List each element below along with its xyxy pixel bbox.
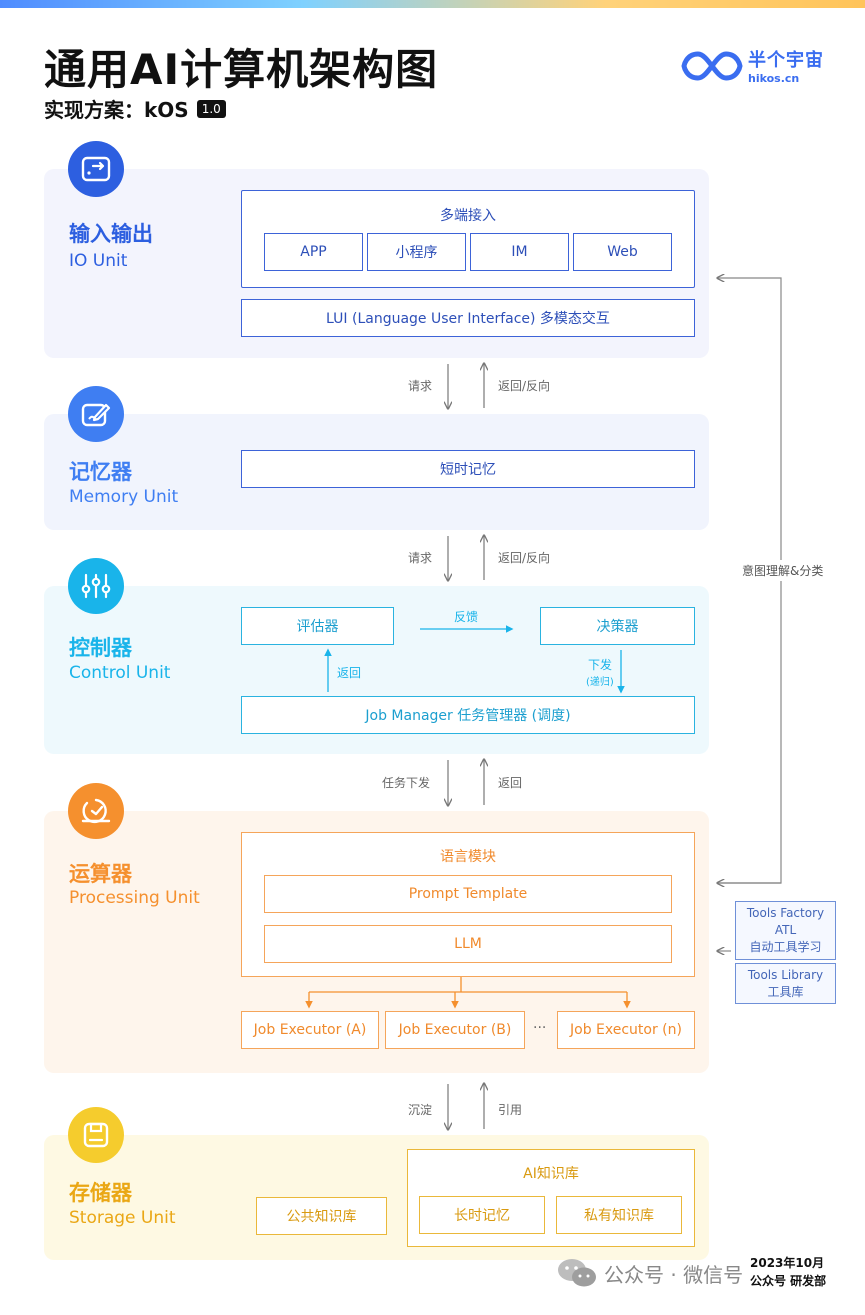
memory-unit-en-label: Memory Unit bbox=[69, 487, 179, 507]
logo-text: 半个宇宙 hikos.cn bbox=[748, 46, 824, 85]
tools-library-box: Tools Library 工具库 bbox=[735, 963, 836, 1004]
version-badge: 1.0 bbox=[196, 99, 226, 118]
infinity-icon bbox=[681, 50, 743, 81]
save-icon bbox=[68, 1107, 124, 1163]
evaluator-box: 评估器 bbox=[241, 607, 394, 645]
settle-label: 沉淀 bbox=[408, 1103, 433, 1117]
footer-date: 2023年10月 bbox=[750, 1256, 825, 1270]
short-term-memory-box: 短时记忆 bbox=[241, 450, 695, 488]
job-executor-n: Job Executor (n) bbox=[557, 1011, 695, 1049]
brand-logo: 半个宇宙 hikos.cn bbox=[680, 46, 824, 85]
long-term-memory-box: 长时记忆 bbox=[419, 1196, 545, 1234]
request-label-2: 请求 bbox=[408, 551, 433, 565]
return-label-2: 返回/反向 bbox=[498, 551, 551, 565]
page-title: 通用AI计算机架构图 bbox=[44, 45, 439, 94]
io-unit-en-label: IO Unit bbox=[69, 251, 128, 271]
exchange-icon bbox=[68, 141, 124, 197]
executor-ellipsis: ··· bbox=[533, 1020, 547, 1036]
private-kb-box: 私有知识库 bbox=[556, 1196, 682, 1234]
watermark-text: 公众号 · 微信号 bbox=[604, 1262, 744, 1287]
return-label-1: 返回/反向 bbox=[498, 379, 551, 393]
evaluator-return-label: 返回 bbox=[337, 666, 362, 680]
footer-dept: 公众号 研发部 bbox=[750, 1274, 827, 1288]
tools-factory-line1: Tools Factory bbox=[746, 906, 825, 920]
memory-unit-cn-label: 记忆器 bbox=[69, 460, 132, 484]
endpoint-app: APP bbox=[264, 233, 363, 271]
storage-unit-cn-label: 存储器 bbox=[69, 1181, 132, 1205]
prompt-template-box: Prompt Template bbox=[264, 875, 672, 913]
feedback-label: 反馈 bbox=[454, 610, 479, 624]
language-module-label: 语言模块 bbox=[440, 849, 496, 865]
storage-unit-en-label: Storage Unit bbox=[69, 1208, 176, 1228]
return-label-3: 返回 bbox=[498, 776, 523, 790]
io-unit-cn-label: 输入输出 bbox=[69, 222, 153, 246]
decider-box: 决策器 bbox=[540, 607, 695, 645]
tools-factory-line3: 自动工具学习 bbox=[749, 940, 822, 954]
public-kb-box: 公共知识库 bbox=[256, 1197, 387, 1235]
reference-label: 引用 bbox=[498, 1103, 523, 1117]
tools-library-line1: Tools Library bbox=[747, 967, 824, 982]
task-dispatch-label: 任务下发 bbox=[382, 776, 431, 790]
job-executor-a: Job Executor (A) bbox=[241, 1011, 379, 1049]
tools-factory-line2: ATL bbox=[774, 923, 797, 937]
page-subtitle: 实现方案：kOS 1.0 bbox=[44, 94, 226, 123]
control-unit-cn-label: 控制器 bbox=[69, 636, 132, 660]
tools-library-line2: 工具库 bbox=[767, 984, 804, 999]
dispatch-label: 下发 bbox=[588, 658, 613, 672]
job-manager-box: Job Manager 任务管理器 (调度) bbox=[241, 696, 695, 734]
endpoint-web: Web bbox=[573, 233, 672, 271]
logo-name: 半个宇宙 bbox=[748, 50, 824, 71]
logo-url: hikos.cn bbox=[748, 72, 800, 85]
edit-icon bbox=[68, 386, 124, 442]
ai-kb-label: AI知识库 bbox=[523, 1166, 579, 1182]
request-label-1: 请求 bbox=[408, 379, 433, 393]
watermark: 公众号 · 微信号 bbox=[556, 1256, 743, 1290]
processing-unit-en-label: Processing Unit bbox=[69, 888, 200, 908]
endpoint-mini-program: 小程序 bbox=[367, 233, 466, 271]
gauge-icon bbox=[68, 783, 124, 839]
endpoint-im: IM bbox=[470, 233, 569, 271]
wechat-icon bbox=[558, 1259, 596, 1287]
processing-unit-cn-label: 运算器 bbox=[69, 862, 132, 886]
recursive-label: (递归) bbox=[586, 677, 614, 688]
llm-box: LLM bbox=[264, 925, 672, 963]
sliders-icon bbox=[68, 558, 124, 614]
multi-access-label: 多端接入 bbox=[440, 208, 496, 224]
job-executor-b: Job Executor (B) bbox=[385, 1011, 525, 1049]
intent-classification-label: 意图理解&分类 bbox=[742, 560, 824, 581]
control-unit-en-label: Control Unit bbox=[69, 663, 171, 683]
tools-factory-box: Tools Factory ATL 自动工具学习 bbox=[735, 901, 836, 960]
subtitle-text: 实现方案：kOS bbox=[44, 98, 189, 122]
top-gradient-bar bbox=[0, 0, 865, 8]
lui-box: LUI (Language User Interface) 多模态交互 bbox=[241, 299, 695, 337]
